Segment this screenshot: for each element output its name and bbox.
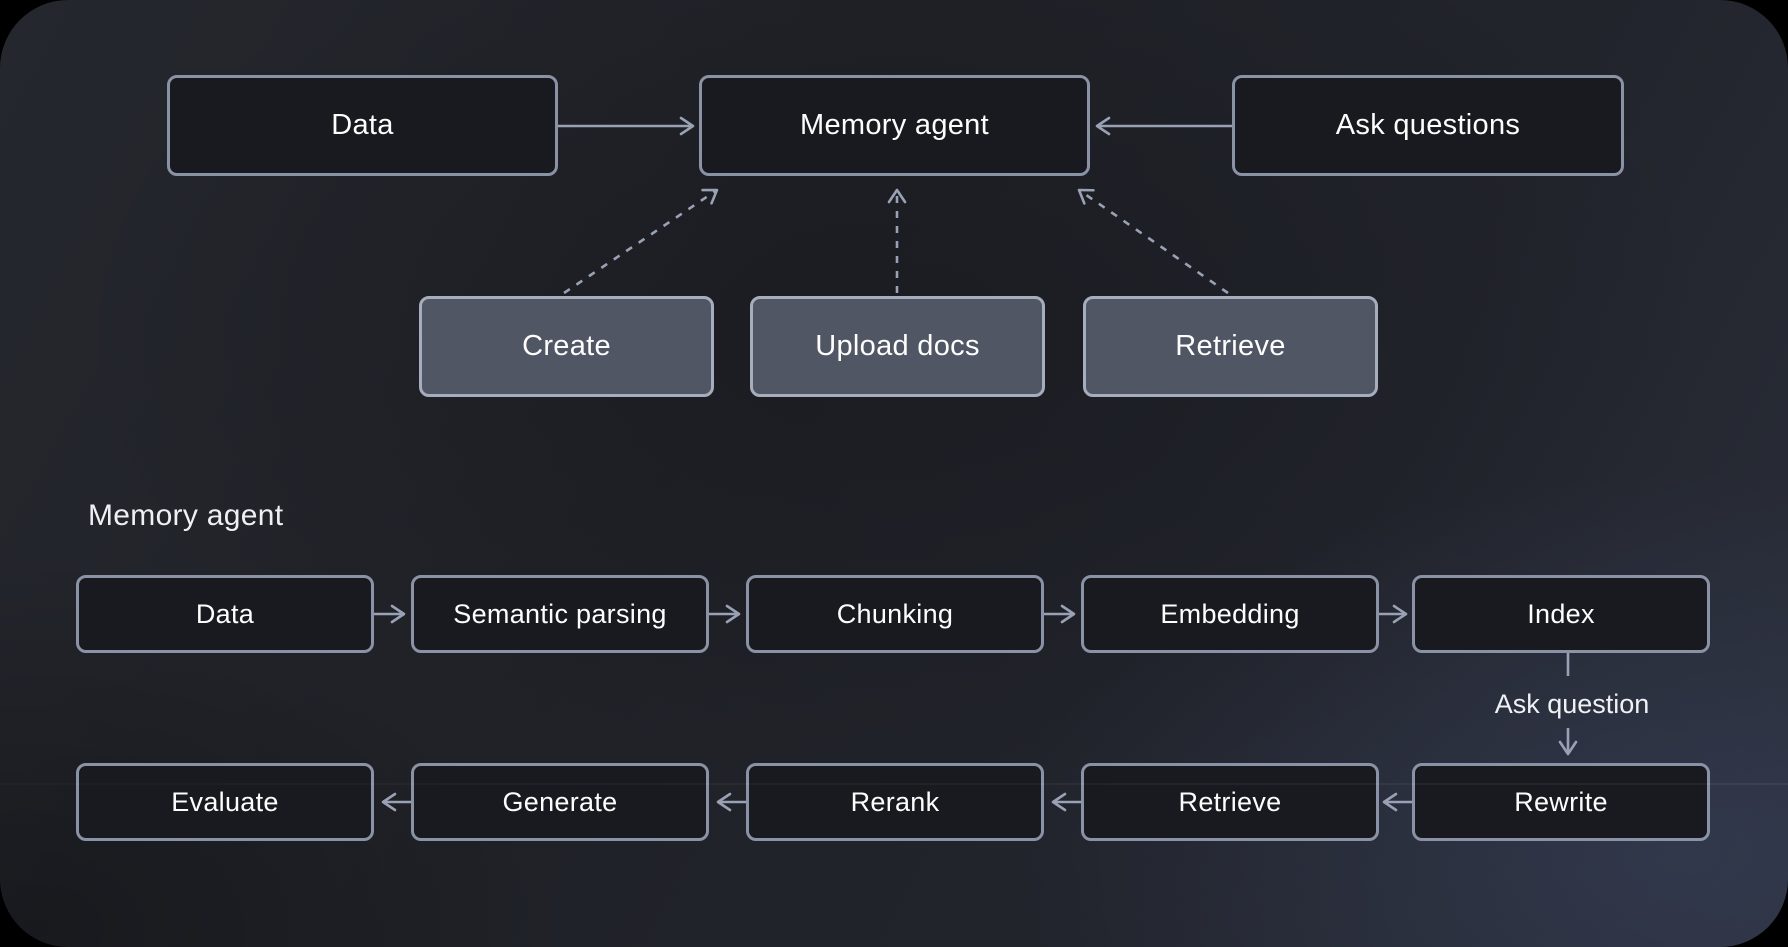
node-index: Index [1412,575,1710,653]
node-pipeline-data-label: Data [195,598,255,629]
node-chunking-label: Chunking [836,598,954,629]
node-data-source: Data [167,75,558,176]
node-rewrite: Rewrite [1412,763,1710,841]
node-semantic-parsing: Semantic parsing [411,575,709,653]
section-title: Memory agent [88,499,284,532]
node-generate: Generate [411,763,709,841]
node-memory-agent: Memory agent [699,75,1090,176]
arrow-create-to-memory-agent [563,188,719,295]
node-evaluate-label: Evaluate [171,786,279,817]
node-generate-label: Generate [502,786,618,817]
node-rewrite-label: Rewrite [1514,786,1608,817]
node-retrieve-label: Retrieve [1178,786,1282,817]
node-rerank-label: Rerank [850,786,940,817]
node-upload-docs-label: Upload docs [815,330,980,362]
node-evaluate: Evaluate [76,763,374,841]
node-pipeline-data: Data [76,575,374,653]
node-embedding-label: Embedding [1160,598,1300,629]
node-upload-docs: Upload docs [750,296,1045,397]
edge-label-ask-question: Ask question [1494,689,1650,719]
node-create: Create [419,296,714,397]
node-semantic-parsing-label: Semantic parsing [453,598,667,629]
node-index-label: Index [1527,598,1595,629]
node-retrieve-action-label: Retrieve [1175,330,1286,362]
node-retrieve: Retrieve [1081,763,1379,841]
node-ask-questions-label: Ask questions [1335,109,1521,141]
node-embedding: Embedding [1081,575,1379,653]
node-data-source-label: Data [331,109,394,141]
node-create-label: Create [522,330,611,362]
node-chunking: Chunking [746,575,1044,653]
node-rerank: Rerank [746,763,1044,841]
background-seam [0,783,1788,785]
node-retrieve-action: Retrieve [1083,296,1378,397]
arrow-retrieve-to-memory-agent [1077,188,1229,295]
node-memory-agent-label: Memory agent [800,109,989,141]
node-ask-questions: Ask questions [1232,75,1624,176]
